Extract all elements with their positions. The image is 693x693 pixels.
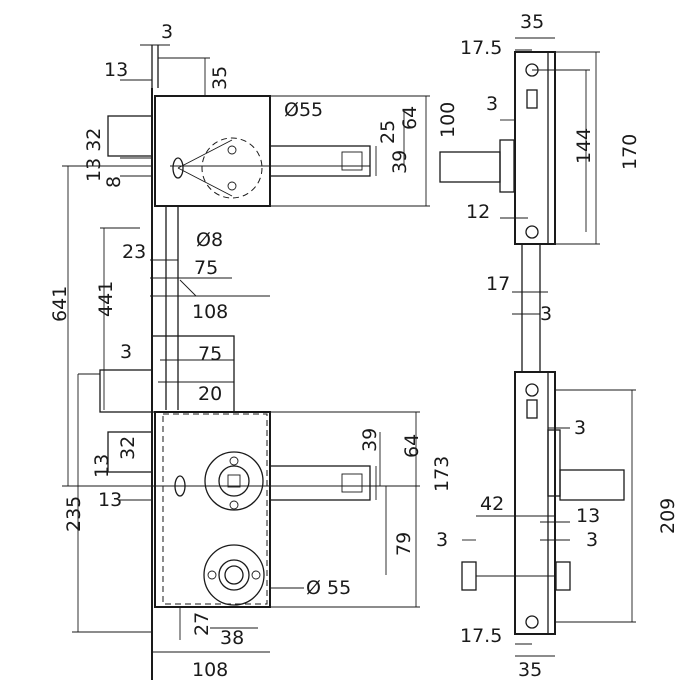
dim-front-3-top: 3 bbox=[161, 21, 173, 43]
cylinder-plug bbox=[224, 565, 244, 585]
side-lower-plate bbox=[514, 371, 556, 635]
dim-side-12: 12 bbox=[466, 201, 490, 223]
dim-front-3-mid: 3 bbox=[120, 341, 132, 363]
dim-front-108-upper: 108 bbox=[192, 301, 228, 323]
front-view: 3 13 35 13 32 8 641 441 23 75 108 Ø55 Ø8… bbox=[49, 21, 459, 681]
lower-keyhole bbox=[174, 475, 186, 497]
dim-front-64-upper: 64 bbox=[399, 106, 421, 130]
lower-rose-inner bbox=[218, 465, 250, 497]
side-handle-right bbox=[555, 561, 571, 591]
dim-front-39-upper: 39 bbox=[389, 150, 411, 174]
dim-front-13-lower2: 13 bbox=[98, 489, 122, 511]
dim-side-42: 42 bbox=[480, 493, 504, 515]
lower-latch-bolt bbox=[107, 431, 153, 473]
side-upper-bolt bbox=[439, 151, 501, 183]
upper-hole-top bbox=[227, 145, 237, 155]
dim-front-20: 20 bbox=[198, 383, 222, 405]
side-view: 35 17.5 3 144 170 12 17 3 3 42 13 3 3 20… bbox=[436, 11, 679, 681]
dim-front-641: 641 bbox=[49, 286, 71, 322]
dim-front-32-lower: 32 bbox=[117, 436, 139, 460]
side-screw-upper-bottom bbox=[525, 225, 539, 239]
dim-front-27: 27 bbox=[191, 612, 213, 636]
lower-hole-bottom bbox=[229, 500, 239, 510]
lower-hole-top bbox=[229, 456, 239, 466]
dim-front-8-hole: Ø8 bbox=[196, 229, 223, 251]
side-upper-plate bbox=[514, 51, 556, 245]
spindle-square bbox=[227, 474, 241, 488]
lower-bolt-slot bbox=[341, 473, 363, 493]
upper-leader-2 bbox=[177, 167, 233, 197]
dim-front-108-lower: 108 bbox=[192, 659, 228, 681]
cylinder-rose bbox=[203, 544, 265, 606]
upper-bolt-slot bbox=[341, 151, 363, 171]
upper-latch-bolt bbox=[107, 115, 153, 157]
side-lower-bolt bbox=[559, 469, 625, 501]
side-upper-latch bbox=[499, 139, 515, 193]
dim-front-23: 23 bbox=[122, 241, 146, 263]
side-screw-lower-top bbox=[525, 383, 539, 397]
dim-side-3-lower2: 3 bbox=[586, 529, 598, 551]
dim-front-55-upper: Ø55 bbox=[284, 99, 323, 121]
dim-front-173: 173 bbox=[431, 456, 453, 492]
dim-front-13-top: 13 bbox=[104, 59, 128, 81]
dim-side-35-bottom: 35 bbox=[518, 659, 542, 681]
dim-front-441: 441 bbox=[95, 281, 117, 317]
dim-side-17-5-top: 17.5 bbox=[460, 37, 502, 59]
dim-front-100: 100 bbox=[437, 102, 459, 138]
dim-front-79: 79 bbox=[393, 532, 415, 556]
dim-front-75-upper: 75 bbox=[194, 257, 218, 279]
dim-side-3-upper: 3 bbox=[486, 93, 498, 115]
dim-side-170: 170 bbox=[619, 134, 641, 170]
cylinder-hole-right bbox=[251, 570, 261, 580]
side-upper-cam bbox=[526, 89, 538, 109]
dim-side-144: 144 bbox=[573, 128, 595, 164]
upper-cylinder-circle bbox=[201, 137, 263, 199]
upper-leader-1 bbox=[177, 139, 233, 169]
lower-dead-bolt bbox=[269, 465, 371, 501]
side-screw-bottom bbox=[525, 615, 539, 629]
dim-front-13-32: 13 32 bbox=[83, 128, 105, 182]
front-dimension-lines bbox=[62, 44, 430, 653]
side-handle-left bbox=[461, 561, 477, 591]
side-lower-cam bbox=[526, 399, 538, 419]
dim-side-3-left: 3 bbox=[436, 529, 448, 551]
dim-front-75-mid: 75 bbox=[198, 343, 222, 365]
side-dimension-lines bbox=[462, 37, 636, 657]
dim-side-35-top: 35 bbox=[520, 11, 544, 33]
dim-front-55-lower: Ø 55 bbox=[306, 577, 351, 599]
cylinder-core bbox=[218, 559, 250, 591]
dim-side-3-lower: 3 bbox=[574, 417, 586, 439]
side-lower-latch bbox=[547, 429, 561, 497]
dim-side-17-5-bottom: 17.5 bbox=[460, 625, 502, 647]
dim-front-25: 25 bbox=[377, 120, 399, 144]
lower-lock-inner bbox=[162, 413, 268, 605]
upper-keyhole bbox=[172, 157, 184, 179]
rod-break bbox=[179, 279, 197, 297]
dim-front-235: 235 bbox=[63, 496, 85, 532]
lower-lock-box bbox=[154, 411, 271, 608]
dim-front-8: 8 bbox=[103, 176, 125, 188]
lower-rose-outer bbox=[204, 451, 264, 511]
dim-side-13: 13 bbox=[576, 505, 600, 527]
dim-front-64-lower: 64 bbox=[401, 434, 423, 458]
dim-front-38: 38 bbox=[220, 627, 244, 649]
dim-front-13-lower: 13 bbox=[91, 454, 113, 478]
upper-dead-bolt bbox=[269, 145, 371, 177]
upper-hole-bottom bbox=[227, 181, 237, 191]
dim-side-209: 209 bbox=[657, 498, 679, 534]
dim-side-3-mid: 3 bbox=[540, 303, 552, 325]
mid-latch bbox=[99, 369, 153, 413]
dim-side-17: 17 bbox=[486, 273, 510, 295]
dim-front-35: 35 bbox=[209, 66, 231, 90]
cylinder-hole-left bbox=[207, 570, 217, 580]
dim-front-39-lower: 39 bbox=[359, 428, 381, 452]
